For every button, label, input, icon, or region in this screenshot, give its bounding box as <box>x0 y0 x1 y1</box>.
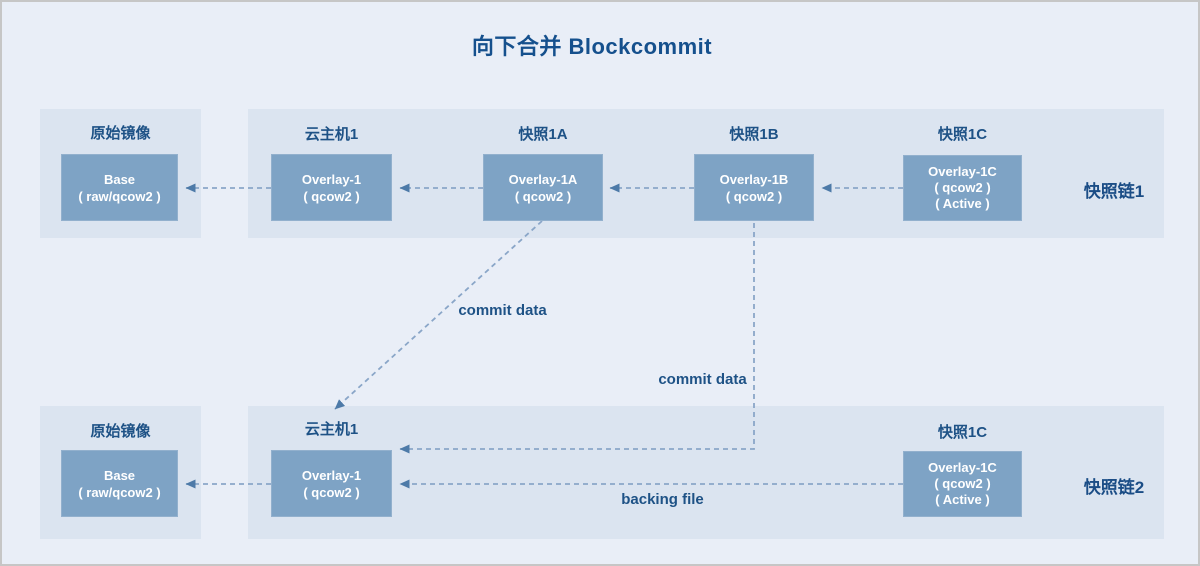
node-line: ( raw/qcow2 ) <box>78 188 161 204</box>
cloud-host1-label-chain2: 云主机1 <box>304 421 359 438</box>
node-line: ( qcow2 ) <box>934 476 991 491</box>
base-image-node-chain1: Base ( raw/qcow2 ) <box>61 154 178 221</box>
node-line: Overlay-1C <box>928 164 997 179</box>
node-line: ( qcow2 ) <box>303 484 360 500</box>
node-line: Overlay-1 <box>301 171 362 187</box>
origin-image-label-chain2: 原始镜像 <box>90 423 151 440</box>
overlay1c-node-chain2: Overlay-1C ( qcow2 ) ( Active ) <box>903 451 1022 517</box>
node-line: Base <box>103 171 136 187</box>
commit-data-annotation-upper: commit data <box>458 302 547 319</box>
chain1-title: 快照链1 <box>1083 182 1145 201</box>
node-line: ( Active ) <box>935 196 990 211</box>
node-line: Base <box>103 467 136 483</box>
base-image-node-chain2: Base ( raw/qcow2 ) <box>61 450 178 517</box>
node-line: Overlay-1C <box>928 460 997 475</box>
snapshot1c-label-chain2: 快照1C <box>937 424 988 441</box>
chain2-title: 快照链2 <box>1083 478 1145 497</box>
snapshot1a-label: 快照1A <box>518 126 568 143</box>
diagram-title: 向下合并 Blockcommit <box>471 34 713 59</box>
cloud-host1-label-chain1: 云主机1 <box>304 126 359 143</box>
overlay1a-node: Overlay-1A ( qcow2 ) <box>483 154 603 221</box>
snapshot1b-label: 快照1B <box>729 126 779 143</box>
snapshot1c-label-chain1: 快照1C <box>937 126 988 143</box>
node-line: ( raw/qcow2 ) <box>78 484 161 500</box>
node-line: Overlay-1 <box>301 467 362 483</box>
node-line: Overlay-1B <box>719 171 789 187</box>
backing-file-annotation: backing file <box>621 491 704 508</box>
node-line: ( qcow2 ) <box>725 188 783 204</box>
overlay1-node-chain2: Overlay-1 ( qcow2 ) <box>271 450 392 517</box>
overlay1-node-chain1: Overlay-1 ( qcow2 ) <box>271 154 392 221</box>
node-line: ( qcow2 ) <box>303 188 360 204</box>
node-line: ( qcow2 ) <box>934 180 991 195</box>
node-line: ( qcow2 ) <box>514 188 572 204</box>
commit-data-annotation-lower: commit data <box>658 371 747 388</box>
overlay1c-node-chain1: Overlay-1C ( qcow2 ) ( Active ) <box>903 155 1022 221</box>
overlay1b-node: Overlay-1B ( qcow2 ) <box>694 154 814 221</box>
node-line: ( Active ) <box>935 492 990 507</box>
origin-image-label-chain1: 原始镜像 <box>90 125 151 142</box>
node-line: Overlay-1A <box>508 171 578 187</box>
